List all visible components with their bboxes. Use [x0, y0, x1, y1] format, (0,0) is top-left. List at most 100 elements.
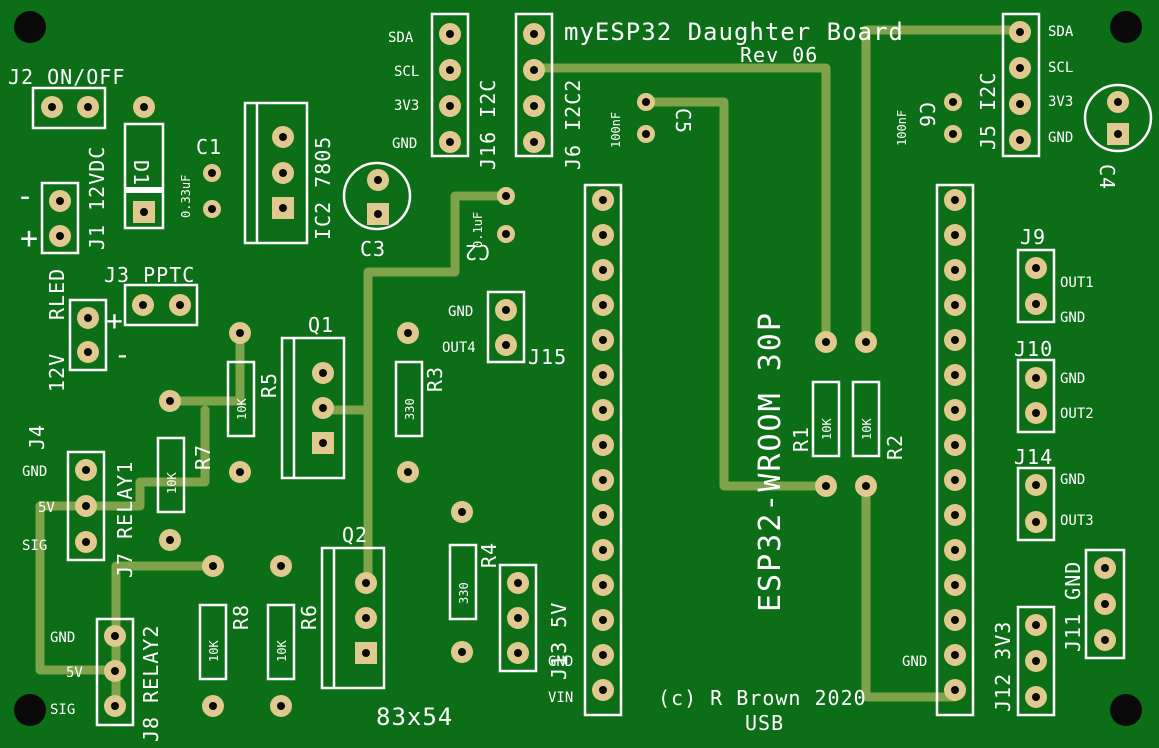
- c2-pad-2-drill: [502, 230, 510, 238]
- trace-sda: [861, 25, 1025, 347]
- r4-body: [448, 543, 478, 621]
- j15-pad-1-drill: [502, 306, 510, 314]
- trace-c5: [641, 97, 831, 491]
- q1-pad-3-drill: [319, 439, 327, 447]
- esp-pin-vin: VIN: [548, 690, 573, 706]
- c5-value: 100nF: [609, 112, 623, 148]
- r2-body: [851, 380, 881, 458]
- j11-pad-3-drill: [1101, 636, 1109, 644]
- r8-label: R8: [229, 604, 253, 630]
- j2-pad-2-drill: [84, 103, 92, 111]
- esp-left-pad-9-drill: [599, 476, 607, 484]
- c4-pad-2-drill: [1114, 130, 1122, 138]
- esp-left-pad-2-drill: [599, 231, 607, 239]
- rled-label: RLED: [45, 268, 69, 320]
- j1-plus-sign: +: [20, 221, 38, 256]
- r6-value: 10K: [275, 640, 289, 662]
- j11-pad-1-drill: [1101, 564, 1109, 572]
- j5-label: J5 I2C: [976, 72, 1000, 150]
- j3-outline: [123, 283, 199, 327]
- trace-relay1-sig: [81, 405, 210, 511]
- rled-pad-1-drill: [84, 314, 92, 322]
- j10-pad-1-drill: [1032, 374, 1040, 382]
- j10-outline: [1016, 358, 1056, 434]
- q1-label: Q1: [308, 313, 334, 337]
- j1-minus-sign: -: [16, 179, 34, 214]
- r4-pad-2-drill: [458, 648, 466, 656]
- esp-left-pad-14-drill: [599, 651, 607, 659]
- j8-outline: [95, 617, 135, 727]
- c6-pad-1-drill: [949, 98, 957, 106]
- j5-pin-3v3: 3V3: [1048, 94, 1073, 110]
- j16-pad-4-drill: [446, 138, 454, 146]
- j3-pad-1-drill: [139, 301, 147, 309]
- c5-pad-2-drill: [642, 130, 650, 138]
- pads: [41, 21, 1129, 717]
- j6-pad-4-drill: [530, 138, 538, 146]
- j13-outline: [498, 563, 538, 673]
- j14-pin-gnd: GND: [1060, 472, 1085, 488]
- c4-pad-1-drill: [1114, 98, 1122, 106]
- j8-pad-2-drill: [111, 667, 119, 675]
- esp-pin-gnd-right: GND: [902, 654, 927, 670]
- j6-outline: [514, 12, 554, 158]
- size-label: 83x54: [376, 703, 453, 731]
- esp-left-pad-12-drill: [599, 581, 607, 589]
- rled-outline: [68, 298, 108, 372]
- r4-value: 330: [457, 582, 471, 604]
- r2-pad-2-drill: [862, 482, 870, 490]
- q2-outline: [320, 546, 386, 690]
- c2-pad-1-drill: [502, 192, 510, 200]
- r8-pad-1-drill: [209, 562, 217, 570]
- j9-pad-2-drill: [1032, 300, 1040, 308]
- j13-pad-2-drill: [514, 614, 522, 622]
- esp-right-pad-8-drill: [951, 441, 959, 449]
- r8-value: 10K: [207, 640, 221, 662]
- r1-label: R1: [789, 426, 813, 452]
- j5-pad-3-drill: [1016, 100, 1024, 108]
- j16-pin-sda: SDA: [388, 30, 414, 46]
- esp-header-right-outline: [935, 183, 975, 717]
- board-revision: Rev 06: [740, 43, 818, 67]
- trace-relay-5v: [35, 501, 121, 675]
- silkscreen-outlines: [31, 12, 1153, 727]
- r2-label: R2: [883, 434, 907, 460]
- j3-label: J3 PPTC: [104, 263, 195, 287]
- j4-pad-3-drill: [82, 538, 90, 546]
- j12-label: J12 3V3: [991, 621, 1015, 712]
- j6-pad-1-drill: [530, 30, 538, 38]
- mount-hole-top-right: [1110, 11, 1142, 43]
- j15-pin-gnd: GND: [448, 304, 473, 320]
- esp-left-pad-15-drill: [599, 686, 607, 694]
- j5-pad-2-drill: [1016, 64, 1024, 72]
- d1-outline: [123, 122, 165, 230]
- j6-pad-3-drill: [530, 102, 538, 110]
- j14-pad-1-drill: [1032, 481, 1040, 489]
- esp-left-pad-6-drill: [599, 371, 607, 379]
- r6-pad-2-drill: [277, 702, 285, 710]
- j9-pin-out1: OUT1: [1060, 275, 1094, 291]
- trace-c2-q1: [318, 191, 510, 415]
- esp-right-pad-4-drill: [951, 301, 959, 309]
- esp-right-pad-1-drill: [951, 196, 959, 204]
- c2-label: C2: [464, 240, 490, 264]
- c2-value: 0.1uF: [471, 212, 485, 248]
- j4-pin-5v: 5V: [38, 500, 55, 516]
- c3-pad-1-drill: [374, 176, 382, 184]
- esp-left-pad-8-drill: [599, 441, 607, 449]
- r8-body: [198, 603, 228, 681]
- j16-outline: [430, 12, 470, 158]
- mount-hole-bottom-left: [14, 694, 46, 726]
- ic2-pad-2-drill: [279, 169, 287, 177]
- j15-label: J15: [528, 345, 567, 369]
- rled-pad-2-drill: [84, 348, 92, 356]
- r3-value: 330: [403, 398, 417, 420]
- rled-12v: 12V: [45, 353, 69, 392]
- r1-body: [811, 380, 841, 458]
- j2-label: J2 ON/OFF: [8, 65, 125, 89]
- esp-left-pad-10-drill: [599, 511, 607, 519]
- r6-label: R6: [297, 604, 321, 630]
- r3-pad-2-drill: [404, 468, 412, 476]
- j8-label: J8 RELAY2: [139, 625, 163, 742]
